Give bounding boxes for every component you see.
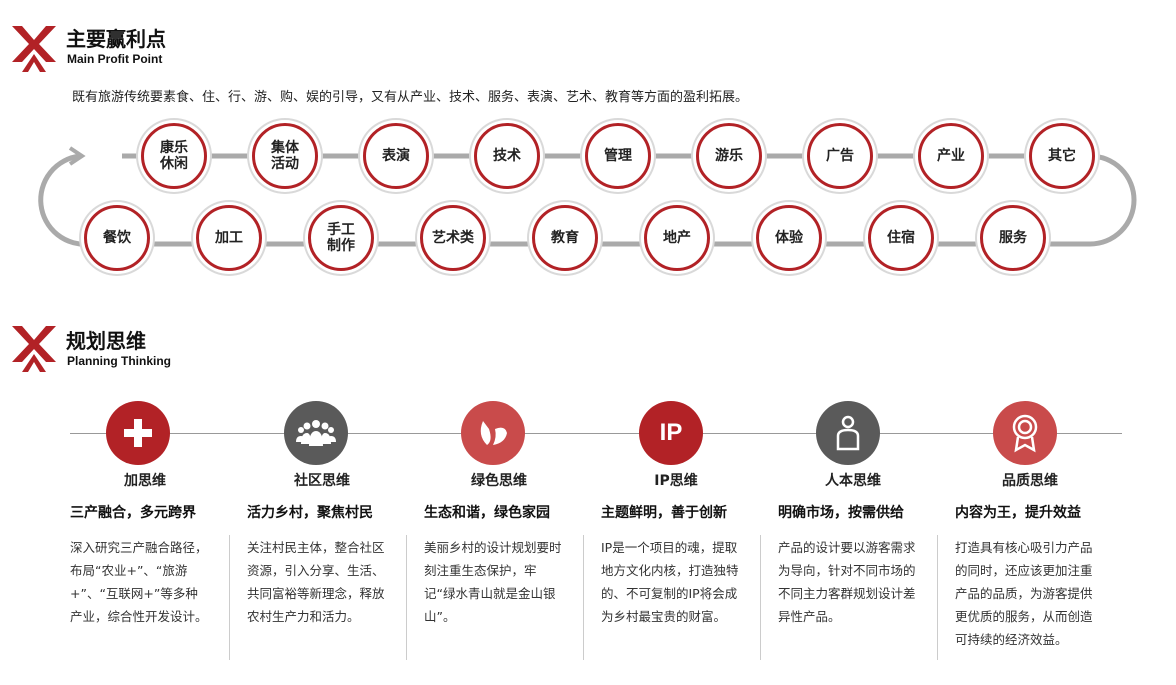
- profit-node-label: 游乐: [715, 148, 743, 164]
- section-title-planning: 规划思维: [66, 329, 146, 353]
- thinking-desc: 美丽乡村的设计规划要时刻注重生态保护，牢记“绿水青山就是金山银山”。: [424, 540, 562, 624]
- thinking-column: 绿色思维 生态和谐，绿色家园 美丽乡村的设计规划要时刻注重生态保护，牢记“绿水青…: [424, 470, 592, 628]
- thinking-name: 加思维: [124, 473, 166, 489]
- profit-node-label: 管理: [604, 148, 632, 164]
- thinking-name: 品质思维: [1002, 473, 1058, 489]
- column-divider: [229, 535, 230, 660]
- thinking-name: 社区思维: [294, 473, 350, 489]
- thinking-tag: 主题鲜明，善于创新: [601, 505, 727, 521]
- ip-icon-text: IP: [659, 419, 683, 446]
- profit-node: 管理: [585, 123, 651, 189]
- section-title-profit: 主要赢利点: [66, 27, 166, 51]
- thinking-column: 社区思维 活力乡村，聚焦村民 关注村民主体，整合社区资源，引入分享、生活、共同富…: [247, 470, 415, 628]
- section-subtitle-profit: Main Profit Point: [67, 52, 163, 66]
- profit-node: 康乐 休闲: [141, 123, 207, 189]
- profit-node: 游乐: [696, 123, 762, 189]
- thinking-tag: 明确市场，按需供给: [778, 505, 904, 521]
- thinking-column: 人本思维 明确市场，按需供给 产品的设计要以游客需求为导向，针对不同市场的不同主…: [778, 470, 946, 628]
- profit-node: 其它: [1029, 123, 1095, 189]
- plus-icon: [106, 401, 170, 465]
- profit-node-label: 康乐 休闲: [160, 140, 188, 172]
- person-icon: [816, 401, 880, 465]
- profit-node: 加工: [196, 205, 262, 271]
- ip-icon: IP: [639, 401, 703, 465]
- windmill-logo-icon: [12, 326, 56, 372]
- profit-node: 表演: [363, 123, 429, 189]
- profit-node-label: 产业: [937, 148, 965, 164]
- community-icon: [284, 401, 348, 465]
- profit-node: 餐饮: [84, 205, 150, 271]
- profit-node: 体验: [756, 205, 822, 271]
- thinking-name: 绿色思维: [471, 473, 527, 489]
- profit-node: 服务: [980, 205, 1046, 271]
- column-divider: [760, 535, 761, 660]
- profit-node-label: 体验: [775, 230, 803, 246]
- thinking-tag: 内容为王，提升效益: [955, 505, 1081, 521]
- profit-node-label: 表演: [382, 148, 410, 164]
- profit-node-label: 教育: [551, 230, 579, 246]
- profit-node: 手工 制作: [308, 205, 374, 271]
- column-divider: [406, 535, 407, 660]
- thinking-desc: 深入研究三产融合路径，布局“农业+”、“旅游+”、“互联网+”等多种产业，综合性…: [70, 540, 208, 624]
- thinking-name: 人本思维: [825, 473, 881, 489]
- profit-intro-text: 既有旅游传统要素食、住、行、游、购、娱的引导，又有从产业、技术、服务、表演、艺术…: [72, 90, 749, 105]
- profit-node-label: 其它: [1048, 148, 1076, 164]
- thinking-desc: 打造具有核心吸引力产品的同时，还应该更加注重产品的品质，为游客提供更优质的服务，…: [955, 540, 1093, 647]
- windmill-logo-icon: [12, 26, 56, 72]
- profit-node: 住宿: [868, 205, 934, 271]
- column-divider: [583, 535, 584, 660]
- thinking-tag: 三产融合，多元跨界: [70, 505, 196, 521]
- profit-node-label: 服务: [999, 230, 1027, 246]
- profit-node: 地产: [644, 205, 710, 271]
- profit-node: 教育: [532, 205, 598, 271]
- medal-icon: [993, 401, 1057, 465]
- thinking-tag: 活力乡村，聚焦村民: [247, 505, 373, 521]
- thinking-column: 加思维 三产融合，多元跨界 深入研究三产融合路径，布局“农业+”、“旅游+”、“…: [70, 470, 238, 628]
- profit-node-label: 餐饮: [103, 230, 131, 246]
- thinking-desc: 关注村民主体，整合社区资源，引入分享、生活、共同富裕等新理念，释放农村生产力和活…: [247, 540, 385, 624]
- leaf-icon: [461, 401, 525, 465]
- profit-node-label: 手工 制作: [327, 222, 355, 254]
- thinking-timeline-line: [70, 433, 1122, 434]
- thinking-name: IP思维: [654, 473, 698, 489]
- thinking-desc: IP是一个项目的魂，提取地方文化内核，打造独特的、不可复制的IP将会成为乡村最宝…: [601, 540, 739, 624]
- thinking-desc: 产品的设计要以游客需求为导向，针对不同市场的不同主力客群规划设计差异性产品。: [778, 540, 916, 624]
- profit-node-label: 集体 活动: [271, 140, 299, 172]
- profit-node-label: 广告: [826, 148, 854, 164]
- profit-node: 广告: [807, 123, 873, 189]
- profit-node: 技术: [474, 123, 540, 189]
- section-subtitle-planning: Planning Thinking: [67, 354, 171, 368]
- profit-node-label: 技术: [493, 148, 521, 164]
- thinking-column: 品质思维 内容为王，提升效益 打造具有核心吸引力产品的同时，还应该更加注重产品的…: [955, 470, 1123, 651]
- profit-node-label: 住宿: [887, 230, 915, 246]
- profit-node-label: 地产: [663, 230, 691, 246]
- thinking-tag: 生态和谐，绿色家园: [424, 505, 550, 521]
- profit-node: 艺术类: [420, 205, 486, 271]
- thinking-column: IP思维 主题鲜明，善于创新 IP是一个项目的魂，提取地方文化内核，打造独特的、…: [601, 470, 769, 628]
- profit-node: 产业: [918, 123, 984, 189]
- profit-node-label: 加工: [215, 230, 243, 246]
- column-divider: [937, 535, 938, 660]
- profit-node-label: 艺术类: [432, 230, 474, 246]
- profit-node: 集体 活动: [252, 123, 318, 189]
